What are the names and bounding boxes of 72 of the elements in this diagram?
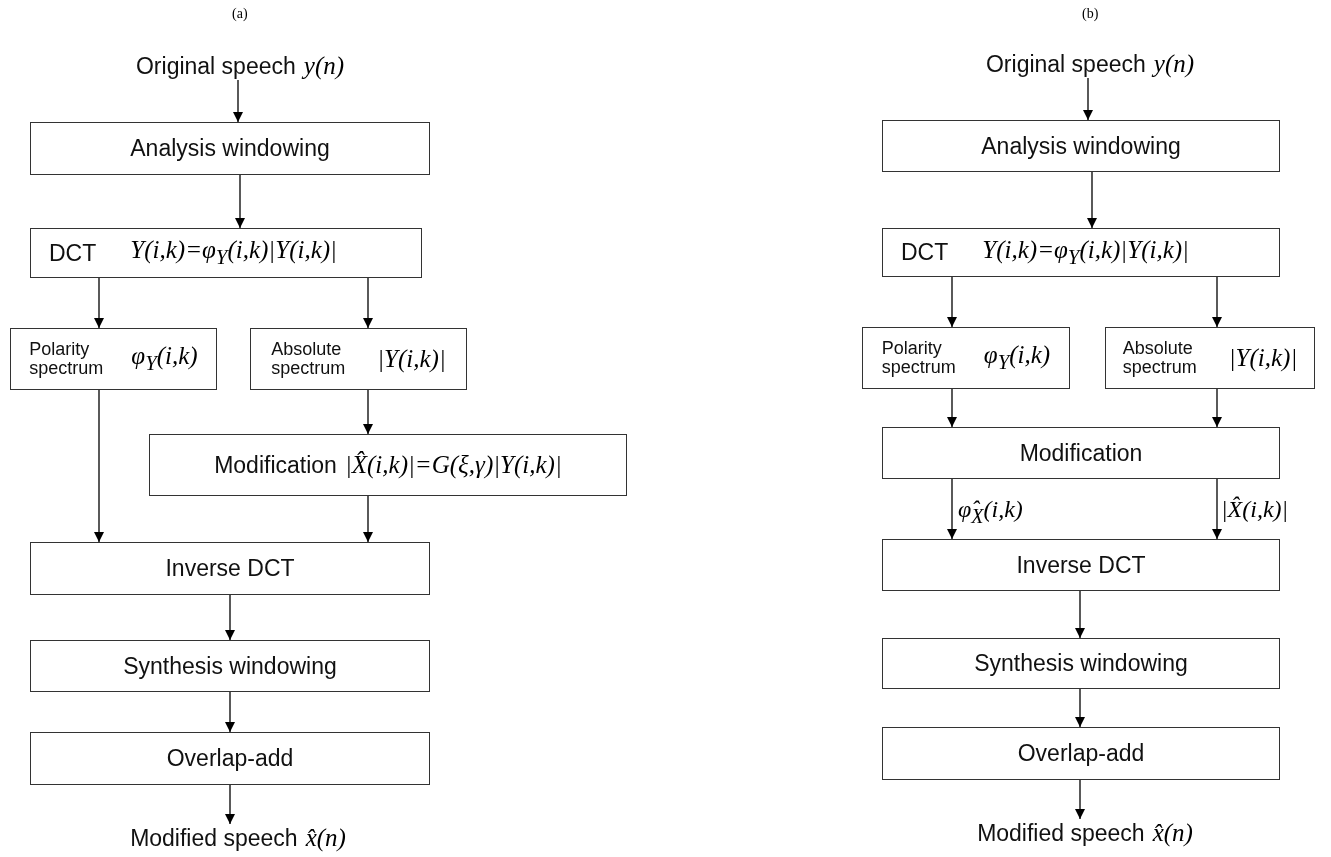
box-label: Inverse DCT <box>1016 551 1146 579</box>
formula: φ$_{Y}$(i,k) <box>983 341 1051 375</box>
process-box <box>10 328 217 390</box>
process-box <box>30 228 422 278</box>
box-label: Polarity spectrum <box>881 339 957 377</box>
process-box <box>30 122 430 175</box>
formula: |X̂(i,k)|=G(ξ,γ)|Y(i,k)| <box>344 451 562 479</box>
box-label: Analysis windowing <box>130 135 330 162</box>
formula: y(n) <box>303 52 345 80</box>
arrow <box>225 594 235 641</box>
box-label: Absolute spectrum <box>271 340 347 378</box>
formula: |Y(i,k)| <box>1228 344 1298 372</box>
process-box <box>882 638 1280 689</box>
formula: Y(i,k)=φ$_{Y}$(i,k)|Y(i,k)| <box>982 235 1189 270</box>
edge-label: |X̂(i,k)| <box>1221 497 1289 521</box>
arrow <box>94 277 104 329</box>
formula: Y(i,k)=φ$_{Y}$(i,k)|Y(i,k)| <box>130 236 337 270</box>
box-label: Inverse DCT <box>165 555 295 582</box>
arrow <box>1075 779 1085 820</box>
arrow <box>363 495 373 543</box>
box-label: Modification <box>1019 439 1143 467</box>
process-box <box>149 434 627 496</box>
process-box <box>30 732 430 785</box>
formula: y(n) <box>1153 50 1195 78</box>
process-box <box>30 640 430 692</box>
box-label: Modification <box>214 451 337 479</box>
arrow <box>233 79 243 123</box>
io-label: Modified speech <box>977 819 1145 847</box>
arrow <box>363 277 373 329</box>
arrow <box>225 691 235 733</box>
process-box <box>1105 327 1315 389</box>
process-box <box>882 427 1280 479</box>
arrow <box>947 388 957 428</box>
box-label: Overlap-add <box>166 745 294 772</box>
box-label: Synthesis windowing <box>974 650 1188 677</box>
box-label: Overlap-add <box>1017 740 1145 767</box>
io-label: Original speech <box>135 52 296 80</box>
arrow <box>1083 77 1093 121</box>
arrow <box>94 389 104 543</box>
arrow <box>235 174 245 229</box>
process-box <box>250 328 467 390</box>
formula: x̂(n) <box>305 824 346 852</box>
formula: x̂(n) <box>1152 819 1193 847</box>
arrow <box>225 784 235 825</box>
arrow <box>947 478 957 540</box>
box-label: Analysis windowing <box>981 132 1181 160</box>
box-label: Absolute spectrum <box>1122 339 1198 377</box>
arrow <box>1212 478 1222 540</box>
arrow <box>947 276 957 328</box>
io-label: Modified speech <box>130 824 298 852</box>
process-box <box>882 727 1280 780</box>
arrow <box>1212 388 1222 428</box>
arrow <box>1087 171 1097 229</box>
arrow <box>363 389 373 435</box>
arrow <box>1212 276 1222 328</box>
process-box <box>882 120 1280 172</box>
arrow <box>1075 590 1085 639</box>
box-label: Synthesis windowing <box>123 652 337 680</box>
panel-label: (b) <box>1082 6 1099 22</box>
arrow <box>1075 688 1085 728</box>
box-label: Polarity spectrum <box>29 340 105 378</box>
process-box <box>882 539 1280 591</box>
io-label: Original speech <box>985 50 1146 78</box>
box-label: DCT <box>901 239 949 266</box>
process-box <box>30 542 430 595</box>
box-label: DCT <box>49 239 97 267</box>
edge-label: φ̂$_{X}$(i,k) <box>958 497 1023 526</box>
formula: |Y(i,k)| <box>377 345 446 373</box>
formula: φ$_{Y}$(i,k) <box>131 342 198 376</box>
process-box <box>862 327 1070 389</box>
panel-label: (a) <box>232 6 248 22</box>
process-box <box>882 228 1280 277</box>
